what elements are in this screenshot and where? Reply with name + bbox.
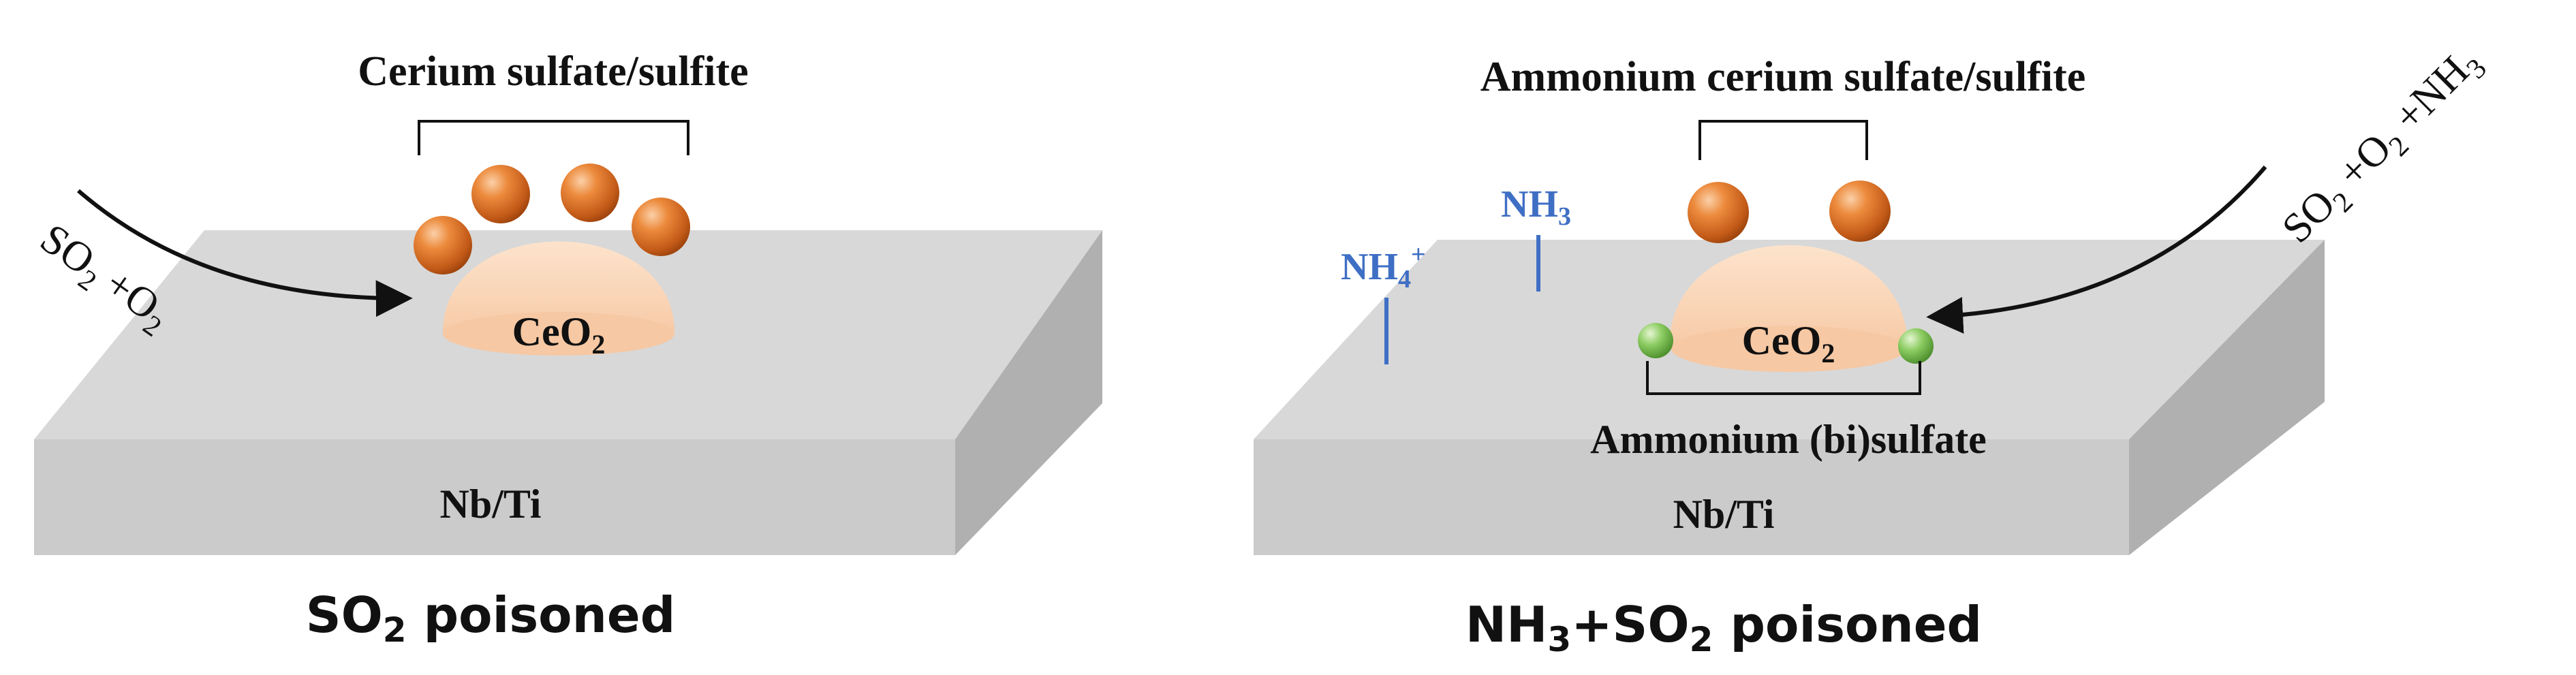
ceo2-base-highlight bbox=[1671, 326, 1906, 372]
ceo2-label: CeO2 bbox=[1742, 318, 1835, 368]
nh4-plus-label: NH4+ bbox=[1341, 240, 1426, 294]
adsorbed-species: NH4+ NH3 bbox=[1341, 183, 1571, 364]
slab-front-face bbox=[1254, 439, 2129, 555]
bracket-label: Cerium sulfate/sulfite bbox=[358, 48, 748, 95]
ammonium-bisulfate-spheres bbox=[1638, 323, 1934, 364]
bisulfate-bracket bbox=[1646, 361, 1921, 395]
sulfate-sphere bbox=[561, 163, 619, 222]
bottom-bracket-label: Ammonium (bi)sulfate bbox=[1590, 417, 1987, 462]
sulfate-sphere bbox=[1688, 182, 1749, 243]
reactant-arrow bbox=[1926, 166, 2267, 334]
sulfate-sphere bbox=[471, 165, 530, 223]
slab-side-face bbox=[2129, 240, 2325, 555]
sulfate-bracket bbox=[418, 120, 689, 155]
sulfate-sphere bbox=[632, 198, 690, 256]
ceo2-base-highlight bbox=[443, 312, 674, 356]
bisulfate-sphere bbox=[1638, 323, 1673, 358]
reactant-arrow-label: SO2 +O2 +NH3 bbox=[2274, 37, 2493, 257]
sulfate-sphere bbox=[414, 216, 472, 274]
top-bracket-label: Ammonium cerium sulfate/sulfite bbox=[1480, 54, 2086, 100]
panel-caption: SO2 poisoned bbox=[306, 586, 676, 650]
ammonium-sulfate-bracket bbox=[1698, 120, 1868, 160]
panel-caption: NH3+SO2 poisoned bbox=[1465, 596, 1982, 659]
reactant-arrow-label: SO2 +O2 bbox=[28, 215, 179, 343]
slab-front-face bbox=[34, 439, 955, 555]
bisulfate-sphere bbox=[1898, 328, 1934, 364]
ammonium-cerium-sulfate-spheres bbox=[1688, 180, 1891, 243]
support-label: Nb/Ti bbox=[1673, 492, 1775, 537]
sulfate-sphere bbox=[1829, 180, 1891, 242]
ceo2-particle: CeO2 bbox=[1669, 245, 1908, 372]
ceo2-label: CeO2 bbox=[512, 309, 606, 360]
reactant-arrow bbox=[77, 189, 413, 317]
ceo2-particle: CeO2 bbox=[443, 241, 674, 360]
nh3-label: NH3 bbox=[1501, 183, 1571, 231]
support-label: Nb/Ti bbox=[440, 482, 542, 527]
panel-nh3-so2-poisoned: Ammonium cerium sulfate/sulfite CeO2 Amm… bbox=[1254, 37, 2493, 659]
panel-so2-poisoned: Cerium sulfate/sulfite CeO2 SO2 +O2 Nb/T… bbox=[28, 48, 1102, 650]
slab-side-face bbox=[955, 230, 1102, 555]
cerium-sulfate-spheres bbox=[414, 163, 690, 274]
